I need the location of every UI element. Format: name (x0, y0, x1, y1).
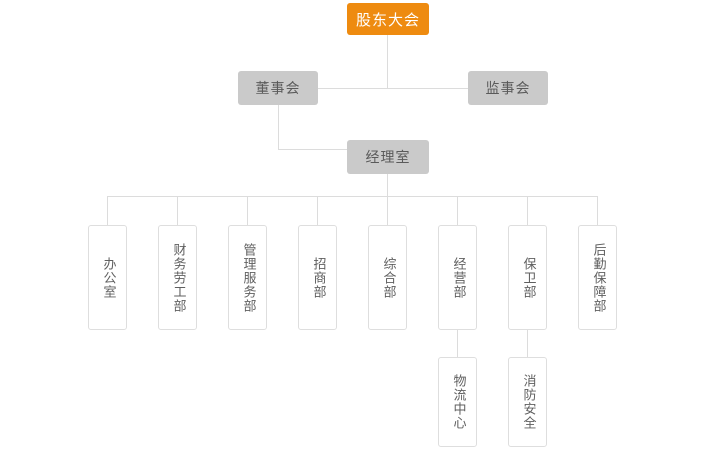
node-manager-office[interactable]: 经理室 (347, 140, 429, 174)
node-root-shareholders-meeting[interactable]: 股东大会 (347, 3, 429, 35)
node-department-operations-label: 经营部 (450, 256, 466, 299)
connector-drop-subunit-2 (527, 330, 528, 357)
node-board-of-directors[interactable]: 董事会 (238, 71, 318, 105)
node-department-office[interactable]: 办公室 (88, 225, 127, 330)
node-board-of-directors-label: 董事会 (255, 81, 301, 97)
node-subunit-fire-safety[interactable]: 消防安全 (508, 357, 547, 447)
connector-drop-dept-5 (387, 196, 388, 225)
connector-board-to-manager (278, 149, 348, 150)
node-department-investment[interactable]: 招商部 (298, 225, 337, 330)
node-root-label: 股东大会 (355, 10, 420, 29)
connector-drop-dept-7 (527, 196, 528, 225)
node-department-logistics-support-label: 后勤保障部 (590, 242, 606, 313)
node-department-finance-labor-label: 财务劳工部 (170, 242, 186, 313)
connector-department-bus (107, 196, 597, 197)
connector-drop-dept-8 (597, 196, 598, 225)
connector-drop-dept-6 (457, 196, 458, 225)
connector-root-down (387, 35, 388, 88)
connector-drop-dept-1 (107, 196, 108, 225)
node-board-of-supervisors[interactable]: 监事会 (468, 71, 548, 105)
node-subunit-logistics-center-label: 物流中心 (450, 374, 466, 430)
node-subunit-fire-safety-label: 消防安全 (520, 374, 536, 430)
node-department-logistics-support[interactable]: 后勤保障部 (578, 225, 617, 330)
connector-drop-subunit-1 (457, 330, 458, 357)
connector-manager-down (387, 174, 388, 196)
node-department-office-label: 办公室 (100, 256, 116, 299)
node-department-investment-label: 招商部 (310, 256, 326, 299)
connector-to-board (318, 88, 388, 89)
node-department-management-service[interactable]: 管理服务部 (228, 225, 267, 330)
node-department-operations[interactable]: 经营部 (438, 225, 477, 330)
node-department-security-label: 保卫部 (520, 256, 536, 299)
node-subunit-logistics-center[interactable]: 物流中心 (438, 357, 477, 447)
connector-to-supervisors (388, 88, 468, 89)
connector-board-down (278, 105, 279, 149)
connector-drop-dept-3 (247, 196, 248, 225)
node-department-finance-labor[interactable]: 财务劳工部 (158, 225, 197, 330)
node-department-general-label: 综合部 (380, 256, 396, 299)
node-department-general[interactable]: 综合部 (368, 225, 407, 330)
node-department-security[interactable]: 保卫部 (508, 225, 547, 330)
node-department-management-service-label: 管理服务部 (240, 242, 256, 313)
connector-drop-dept-4 (317, 196, 318, 225)
node-manager-office-label: 经理室 (365, 150, 411, 166)
node-board-of-supervisors-label: 监事会 (485, 81, 531, 97)
connector-drop-dept-2 (177, 196, 178, 225)
